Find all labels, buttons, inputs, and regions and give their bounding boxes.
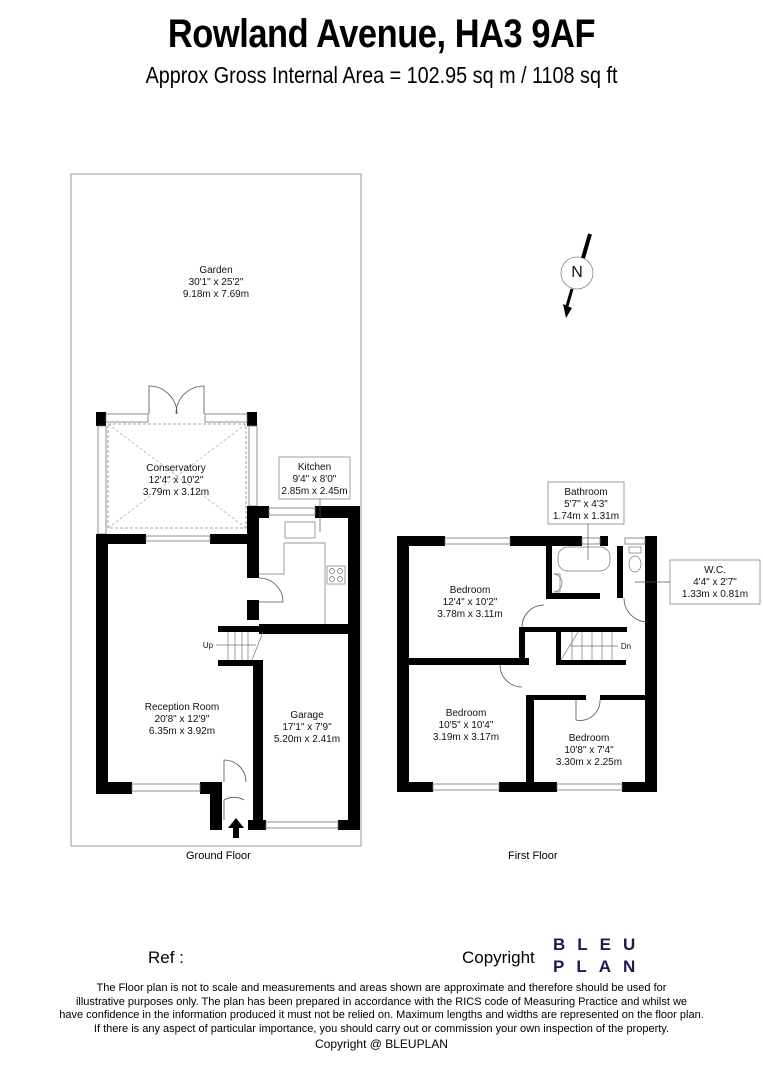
stairs-down (560, 631, 618, 661)
room-label-reception: Reception Room 20'8" x 12'9" 6.35m x 3.9… (144, 702, 220, 737)
room-label-bedroom-2: Bedroom 10'5" x 10'4" 3.19m x 3.17m (432, 708, 500, 743)
entrance-arrow-icon (228, 818, 244, 838)
compass-icon (560, 233, 594, 318)
room-label-garage: Garage 17'1" x 7'9" 5.20m x 2.41m (273, 710, 341, 745)
room-label-bedroom-3: Bedroom 10'8" x 7'4" 3.30m x 2.25m (555, 733, 623, 768)
garage-door (265, 821, 339, 829)
room-label-garden: Garden 30'1" x 25'2" 9.18m x 7.69m (182, 265, 250, 300)
area-subtitle: Approx Gross Internal Area = 102.95 sq m… (145, 62, 618, 88)
stairs-down-label: Dn (620, 642, 632, 651)
ground-floor-walls (96, 506, 360, 830)
garden-boundary (70, 173, 362, 847)
stairs-up (216, 631, 264, 661)
disclaimer-text: The Floor plan is not to scale and measu… (59, 982, 704, 1035)
bleuplan-logo: BLEU PLAN (553, 935, 648, 976)
stairs-up-label: Up (202, 641, 214, 650)
room-label-kitchen: Kitchen 9'4" x 8'0" 2.85m x 2.45m (281, 462, 348, 497)
compass-letter: N (571, 264, 583, 281)
window (268, 507, 316, 516)
first-floor-walls (397, 536, 657, 792)
kitchen-units (259, 521, 346, 624)
footer-copyright: Copyright @ BLEUPLAN (315, 1037, 448, 1051)
room-label-bathroom: Bathroom 5'7" x 4'3" 1.74m x 1.31m (552, 487, 620, 522)
ref-label: Ref : (148, 948, 184, 967)
room-label-bedroom-1: Bedroom 12'4" x 10'2" 3.78m x 3.11m (437, 585, 503, 620)
patio-door (145, 535, 211, 542)
room-label-wc: W.C. 4'4" x 2'7" 1.33m x 0.81m (681, 565, 749, 600)
bathroom-fixtures (552, 546, 642, 593)
copyright-label: Copyright (462, 948, 535, 967)
window (131, 783, 201, 792)
first-floor-label: First Floor (508, 850, 558, 862)
ground-floor-label: Ground Floor (186, 850, 251, 862)
page-title: Rowland Avenue, HA3 9AF (167, 12, 596, 56)
conservatory-structure (96, 385, 258, 535)
room-label-conservatory: Conservatory 12'4" x 10'2" 3.79m x 3.12m (142, 463, 210, 498)
